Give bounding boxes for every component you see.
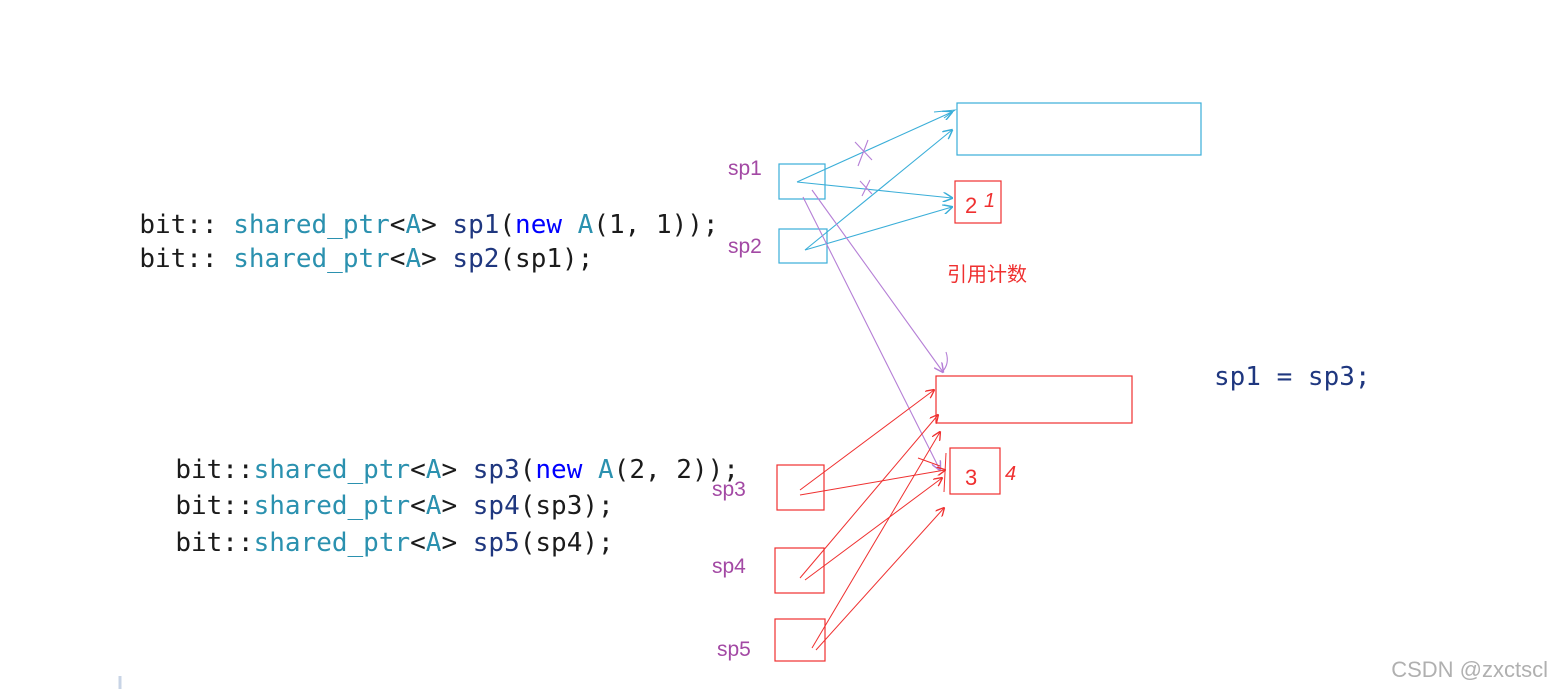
code-new-keyword: new	[535, 455, 583, 485]
code-type: shared_ptr	[253, 491, 411, 521]
code-variable: sp1	[436, 210, 500, 240]
arrow-sp4-to-count	[804, 478, 942, 581]
code-paren-open: (	[519, 455, 536, 485]
code-variable: sp4	[457, 491, 520, 521]
code-line-sp1: bit:: shared_ptr<A> sp1(new A(1, 1));	[108, 180, 719, 240]
arrow-head-scribble	[933, 109, 957, 119]
arrow-sp4-to-object	[799, 415, 938, 579]
code-args: (sp1);	[499, 244, 594, 274]
code-line-sp5: bit::shared_ptr<A> sp5(sp4);	[144, 498, 614, 558]
code-namespace: bit::	[175, 528, 254, 558]
pointer-box-sp3	[776, 464, 825, 511]
refcount-box-red	[949, 447, 1001, 495]
code-class: A	[582, 455, 614, 485]
object-box-a11	[956, 102, 1202, 156]
arrow-sp2-to-object	[804, 130, 952, 251]
red-scribble-marks	[917, 452, 947, 493]
cross-mark-count-arrow	[859, 179, 873, 197]
code-args: (1, 1));	[593, 210, 719, 240]
watermark: CSDN @zxctscl	[1391, 657, 1548, 682]
code-angle-close: >	[421, 244, 437, 274]
code-line-sp4: bit::shared_ptr<A> sp4(sp3);	[144, 461, 614, 521]
code-type: shared_ptr	[233, 244, 390, 274]
label-sp1: sp1	[728, 157, 762, 180]
label-sp5: sp5	[717, 638, 751, 661]
assignment-statement: sp1 = sp3;	[1214, 362, 1371, 392]
purple-hook	[941, 351, 948, 373]
pointer-box-sp4	[774, 547, 825, 594]
arrow-sp5-to-count	[815, 508, 944, 651]
code-namespace: bit::	[139, 210, 218, 240]
pointer-box-sp1	[778, 163, 826, 200]
code-namespace: bit::	[139, 244, 218, 274]
arrow-sp1-to-red-object	[811, 189, 943, 372]
arrow-sp2-to-count	[804, 207, 952, 251]
code-angle-open: <	[410, 528, 426, 558]
code-variable: sp2	[436, 244, 500, 274]
code-new-keyword: new	[515, 210, 563, 240]
object-box-a22	[935, 375, 1133, 424]
code-template-arg: A	[425, 528, 442, 558]
refcount-box-blue	[954, 180, 1002, 224]
arrow-sp1-to-count	[796, 181, 952, 198]
code-type: shared_ptr	[233, 210, 390, 240]
refcount-value-blue: 2	[965, 193, 978, 218]
label-sp4: sp4	[712, 555, 746, 578]
code-line-sp2: bit:: shared_ptr<A> sp2(sp1);	[108, 214, 593, 274]
code-angle-close: >	[441, 491, 458, 521]
pointer-box-sp5	[774, 618, 826, 662]
code-variable: sp5	[457, 528, 520, 558]
code-template-arg: A	[405, 244, 422, 274]
refcount-caption: 引用计数	[947, 262, 1027, 286]
code-angle-open: <	[389, 210, 406, 240]
label-sp3: sp3	[712, 478, 746, 501]
code-namespace: bit::	[175, 491, 254, 521]
code-paren-open: (	[499, 210, 516, 240]
arrow-sp1-to-object	[796, 112, 952, 183]
arrow-sp3-to-object	[799, 390, 934, 491]
code-args: (sp4);	[519, 528, 614, 558]
code-template-arg: A	[425, 455, 442, 485]
code-angle-open: <	[410, 491, 426, 521]
code-angle-close: >	[421, 210, 437, 240]
code-angle-close: >	[441, 455, 458, 485]
code-namespace: bit::	[175, 455, 254, 485]
code-args: (2, 2));	[613, 455, 739, 485]
code-args: (sp3);	[519, 491, 614, 521]
code-class: A	[562, 210, 594, 240]
refcount-scribble-red: 4	[1005, 463, 1017, 485]
code-type: shared_ptr	[253, 528, 411, 558]
code-angle-close: >	[441, 528, 458, 558]
label-sp2: sp2	[728, 235, 762, 258]
cross-mark-object-arrow	[854, 139, 873, 167]
code-angle-open: <	[389, 244, 406, 274]
code-line-sp3: bit::shared_ptr<A> sp3(new A(2, 2));	[144, 425, 739, 485]
refcount-scribble-blue: 1	[984, 190, 996, 212]
code-type: shared_ptr	[253, 455, 411, 485]
arrow-sp1-to-red-count	[802, 196, 940, 470]
arrow-sp5-to-object	[811, 432, 940, 649]
arrow-sp3-to-count	[799, 470, 945, 496]
code-angle-open: <	[410, 455, 426, 485]
code-variable: sp3	[457, 455, 520, 485]
code-template-arg: A	[425, 491, 442, 521]
refcount-value-red: 3	[965, 465, 978, 490]
code-template-arg: A	[405, 210, 422, 240]
